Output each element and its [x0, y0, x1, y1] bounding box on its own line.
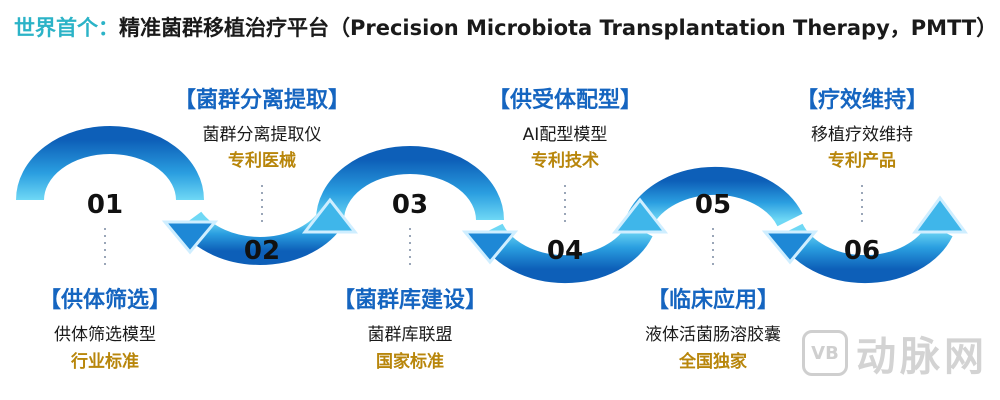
wave-arc-bottom-2 [477, 223, 653, 284]
step-desc-05: 液体活菌肠溶胶囊 [645, 325, 781, 345]
arrowhead-down-2 [461, 230, 519, 265]
step-tag-03: 国家标准 [376, 352, 444, 372]
page-title: 世界首个：精准菌群移植治疗平台（Precision Microbiota Tra… [14, 12, 997, 42]
step-tag-01: 行业标准 [71, 352, 139, 372]
arrowhead-down-3 [761, 230, 819, 265]
step-desc-06: 移植疗效维持 [811, 125, 913, 145]
step-number-05: 05 [694, 190, 732, 220]
step-number-02: 02 [243, 236, 281, 266]
step-desc-02: 菌群分离提取仪 [202, 125, 322, 145]
step-category-06: 【疗效维持】 [795, 88, 929, 113]
step-number-06: 06 [843, 236, 881, 266]
step-category-03: 【菌群库建设】 [332, 288, 488, 313]
step-desc-03: 菌群库联盟 [367, 325, 453, 345]
step-number-03: 03 [391, 190, 429, 220]
step-tag-05: 全国独家 [679, 352, 747, 372]
step-category-05: 【临床应用】 [646, 288, 780, 313]
step-tag-04: 专利技术 [531, 151, 599, 171]
wave-arc-top-3 [627, 166, 803, 227]
step-desc-04: AI配型模型 [522, 125, 608, 145]
step-category-04: 【供受体配型】 [487, 88, 643, 113]
step-number-01: 01 [86, 190, 124, 220]
title-lead: 世界首个： [14, 16, 119, 40]
wave-arc-top-1 [16, 126, 204, 201]
watermark: VB 动脉网 [802, 324, 988, 382]
wave-arc-bottom-3 [777, 223, 953, 284]
step-tag-06: 专利产品 [828, 151, 896, 171]
step-tag-02: 专利医械 [228, 151, 296, 171]
watermark-text: 动脉网 [856, 334, 988, 380]
arrowhead-down-1 [161, 220, 219, 255]
arrowhead-up-2 [611, 197, 669, 234]
step-category-02: 【菌群分离提取】 [173, 88, 351, 113]
wave-arc-top-2 [316, 146, 504, 221]
watermark-logo-icon: VB [802, 330, 848, 376]
step-desc-01: 供体筛选模型 [54, 325, 156, 345]
arrowhead-up-1 [301, 197, 359, 234]
step-number-04: 04 [546, 236, 584, 266]
step-category-01: 【供体筛选】 [38, 288, 172, 313]
title-main: 精准菌群移植治疗平台（Precision Microbiota Transpla… [119, 16, 998, 40]
arrowhead-up-3 [912, 195, 968, 234]
